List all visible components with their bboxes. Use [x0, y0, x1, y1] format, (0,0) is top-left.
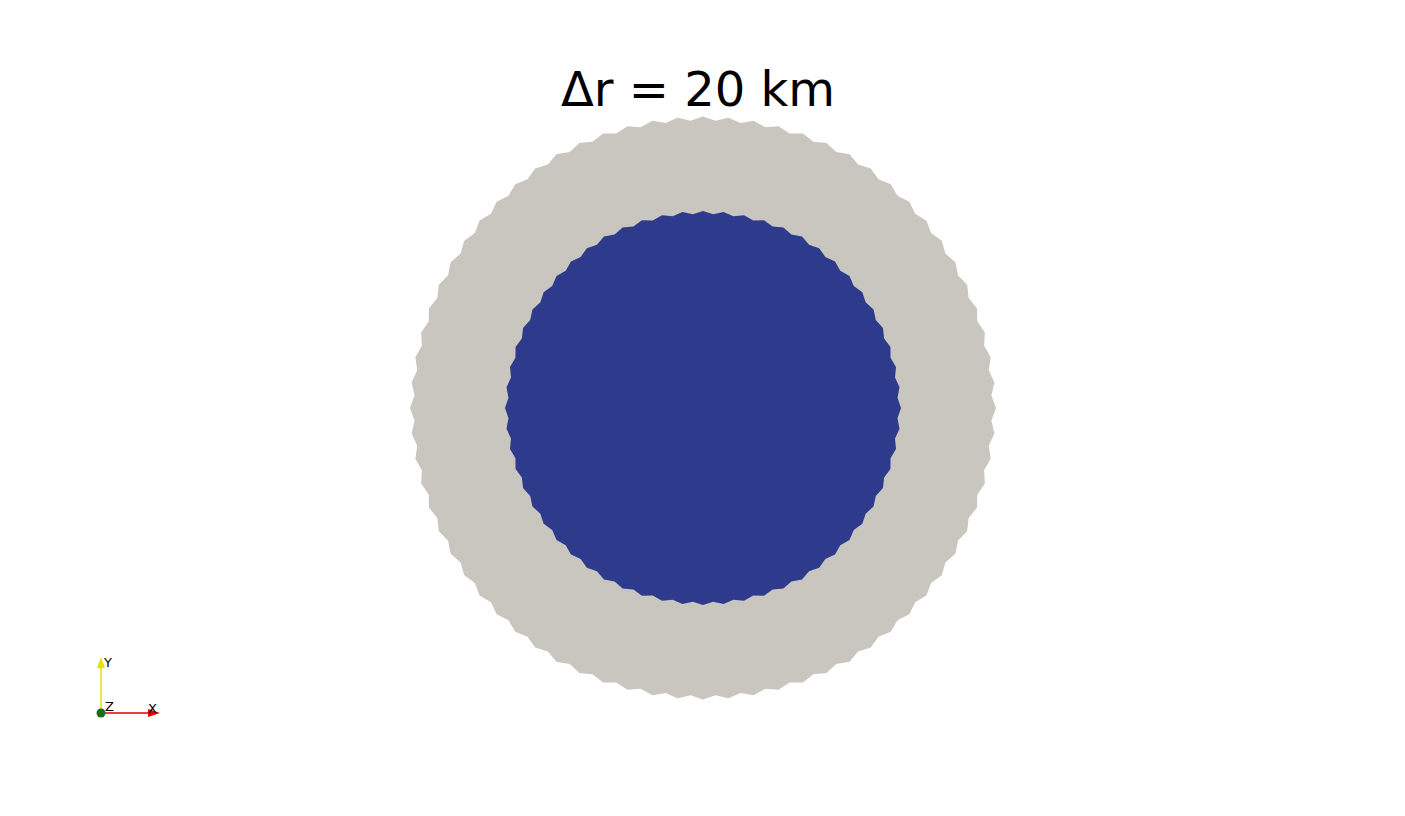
axis-triad [97, 657, 161, 718]
plot-title: Δr = 20 km [561, 65, 835, 113]
y-axis-label: Y [104, 656, 112, 669]
y-axis [100, 666, 102, 713]
z-axis-label: Z [105, 700, 114, 713]
z-axis-dot [97, 709, 106, 718]
x-axis-label: X [148, 702, 157, 715]
outer-shell [410, 117, 996, 700]
y-arrowhead [97, 657, 105, 668]
inner-core [505, 211, 901, 605]
